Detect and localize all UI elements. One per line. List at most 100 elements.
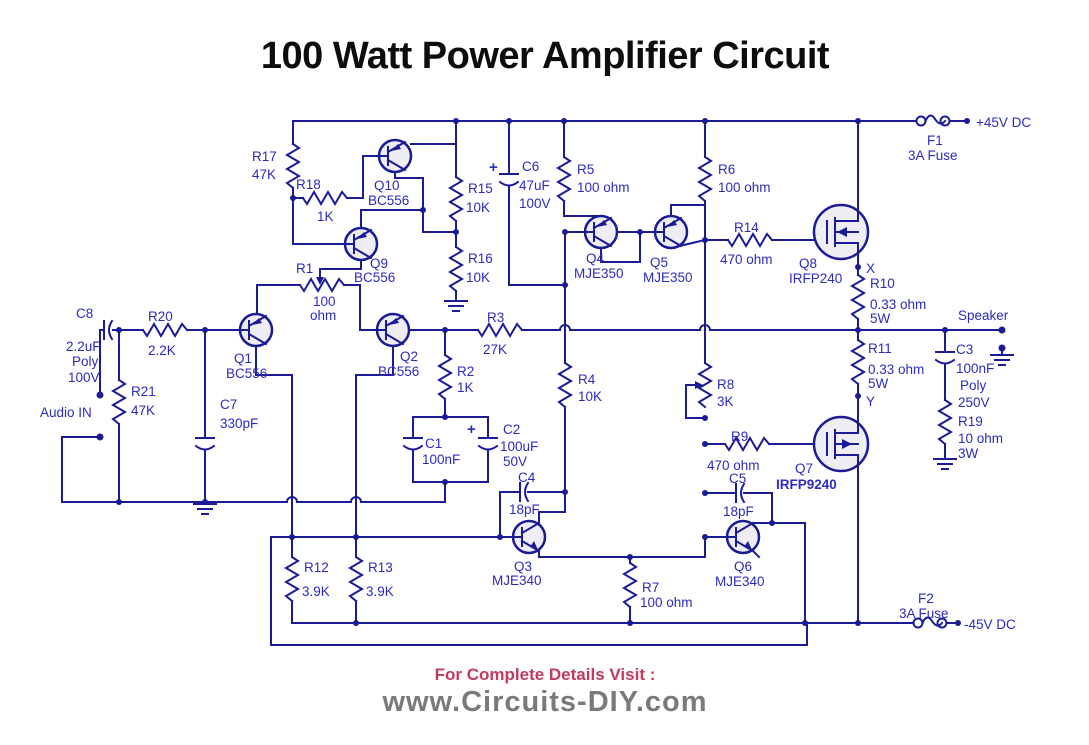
svg-text:C7: C7 (220, 397, 237, 412)
svg-text:R14: R14 (734, 220, 759, 235)
svg-text:3K: 3K (717, 394, 734, 409)
svg-text:Q7: Q7 (795, 461, 813, 476)
svg-text:3.9K: 3.9K (366, 584, 394, 599)
svg-text:330pF: 330pF (220, 416, 258, 431)
resistor-r14: R14 470 ohm (720, 220, 773, 267)
resistor-r17: R17 47K (252, 143, 300, 189)
resistor-r18: R18 1K (296, 177, 348, 224)
ground-icon (444, 300, 468, 312)
svg-text:Q8: Q8 (799, 256, 817, 271)
capacitor-c6: + C6 47uF 100V (489, 159, 551, 211)
svg-text:Q3: Q3 (514, 559, 532, 574)
svg-text:R15: R15 (468, 181, 493, 196)
svg-text:Q6: Q6 (734, 559, 752, 574)
svg-text:R11: R11 (868, 341, 892, 356)
svg-text:C3: C3 (956, 342, 973, 357)
svg-text:ohm: ohm (310, 308, 336, 323)
svg-text:470 ohm: 470 ohm (707, 458, 760, 473)
svg-text:100V: 100V (68, 370, 100, 385)
svg-text:IRFP9240: IRFP9240 (776, 477, 837, 492)
transistor-q6: Q6 MJE340 (715, 519, 765, 589)
resistor-r1: R1 100 ohm (296, 261, 345, 323)
svg-text:C8: C8 (76, 306, 93, 321)
svg-text:1K: 1K (317, 209, 334, 224)
svg-text:R1: R1 (296, 261, 313, 276)
capacitor-c4: C4 18pF (509, 470, 540, 517)
resistor-r20: R20 2.2K (142, 309, 188, 358)
transistor-q9: Q9 BC556 (343, 226, 395, 285)
resistor-r11: R11 0.33 ohm 5W (851, 339, 924, 391)
svg-text:C1: C1 (425, 436, 442, 451)
svg-text:R18: R18 (296, 177, 321, 192)
resistor-r16: R16 10K (449, 246, 493, 292)
footer-tagline: For Complete Details Visit : (435, 665, 656, 684)
svg-text:R12: R12 (304, 560, 329, 575)
svg-text:IRFP240: IRFP240 (789, 271, 842, 286)
svg-text:R13: R13 (368, 560, 393, 575)
value: 47K (252, 167, 276, 182)
fuse-f1: F1 3A Fuse (908, 114, 958, 163)
resistor-r4: R4 10K (558, 362, 602, 408)
node-x-label: X (866, 261, 875, 276)
ground-icon (933, 458, 957, 470)
svg-text:C4: C4 (518, 470, 536, 485)
capacitor-c7: C7 330pF (194, 397, 258, 451)
resistor-r3: R3 27K (477, 310, 523, 357)
svg-text:Q4: Q4 (586, 251, 605, 266)
svg-text:100 ohm: 100 ohm (718, 180, 771, 195)
svg-text:3A Fuse: 3A Fuse (899, 606, 949, 621)
capacitor-c2: + C2 100uF 50V (467, 421, 538, 469)
fuse-f2: F2 3A Fuse (899, 591, 949, 629)
svg-text:BC556: BC556 (378, 364, 419, 379)
svg-text:MJE340: MJE340 (492, 573, 542, 588)
svg-text:R5: R5 (577, 162, 594, 177)
audio-in-label: Audio IN (40, 405, 92, 420)
resistor-r5: R5 100 ohm (557, 156, 630, 202)
svg-text:470 ohm: 470 ohm (720, 252, 773, 267)
svg-text:100V: 100V (519, 196, 551, 211)
svg-text:MJE350: MJE350 (643, 270, 693, 285)
svg-text:Q1: Q1 (234, 351, 252, 366)
vneg-label: -45V DC (964, 617, 1016, 632)
resistor-r13: R13 3.9K (349, 556, 394, 602)
speaker-label: Speaker (958, 308, 1009, 323)
svg-text:250V: 250V (958, 395, 990, 410)
svg-text:47uF: 47uF (519, 178, 550, 193)
svg-text:R2: R2 (457, 364, 474, 379)
vpos-label: +45V DC (976, 115, 1031, 130)
svg-text:Poly: Poly (960, 378, 987, 393)
resistor-r10: R10 0.33 ohm 5W (851, 274, 926, 326)
resistor-r12: R12 3.9K (285, 556, 330, 602)
resistor-r19: R19 10 ohm 3W (938, 399, 1003, 461)
svg-text:10K: 10K (578, 389, 602, 404)
svg-text:18pF: 18pF (509, 502, 540, 517)
svg-text:R10: R10 (870, 276, 895, 291)
node-y-label: Y (866, 394, 875, 409)
svg-text:100uF: 100uF (500, 439, 538, 454)
svg-text:18pF: 18pF (723, 504, 754, 519)
svg-text:100 ohm: 100 ohm (640, 595, 693, 610)
resistor-r6: R6 100 ohm (698, 156, 771, 202)
capacitor-c5: C5 18pF (723, 471, 754, 519)
svg-text:R7: R7 (642, 580, 659, 595)
svg-text:5W: 5W (868, 376, 889, 391)
svg-text:C5: C5 (729, 471, 746, 486)
svg-text:BC556: BC556 (368, 193, 409, 208)
resistor-r21: R21 47K (112, 379, 156, 425)
ground-icon (193, 503, 217, 515)
svg-text:47K: 47K (131, 403, 155, 418)
svg-text:R20: R20 (148, 309, 173, 324)
svg-text:C6: C6 (522, 159, 539, 174)
transistor-q5: Q5 MJE350 (643, 214, 693, 285)
svg-text:100nF: 100nF (956, 361, 994, 376)
ref: R17 (252, 149, 277, 164)
transistor-q1: Q1 BC556 (226, 312, 274, 381)
svg-text:10K: 10K (466, 270, 490, 285)
svg-text:100nF: 100nF (422, 452, 460, 467)
svg-text:Q2: Q2 (400, 349, 418, 364)
svg-text:R4: R4 (578, 372, 596, 387)
svg-text:R19: R19 (958, 414, 983, 429)
junction-dots (96, 118, 1006, 626)
svg-text:R16: R16 (468, 251, 493, 266)
